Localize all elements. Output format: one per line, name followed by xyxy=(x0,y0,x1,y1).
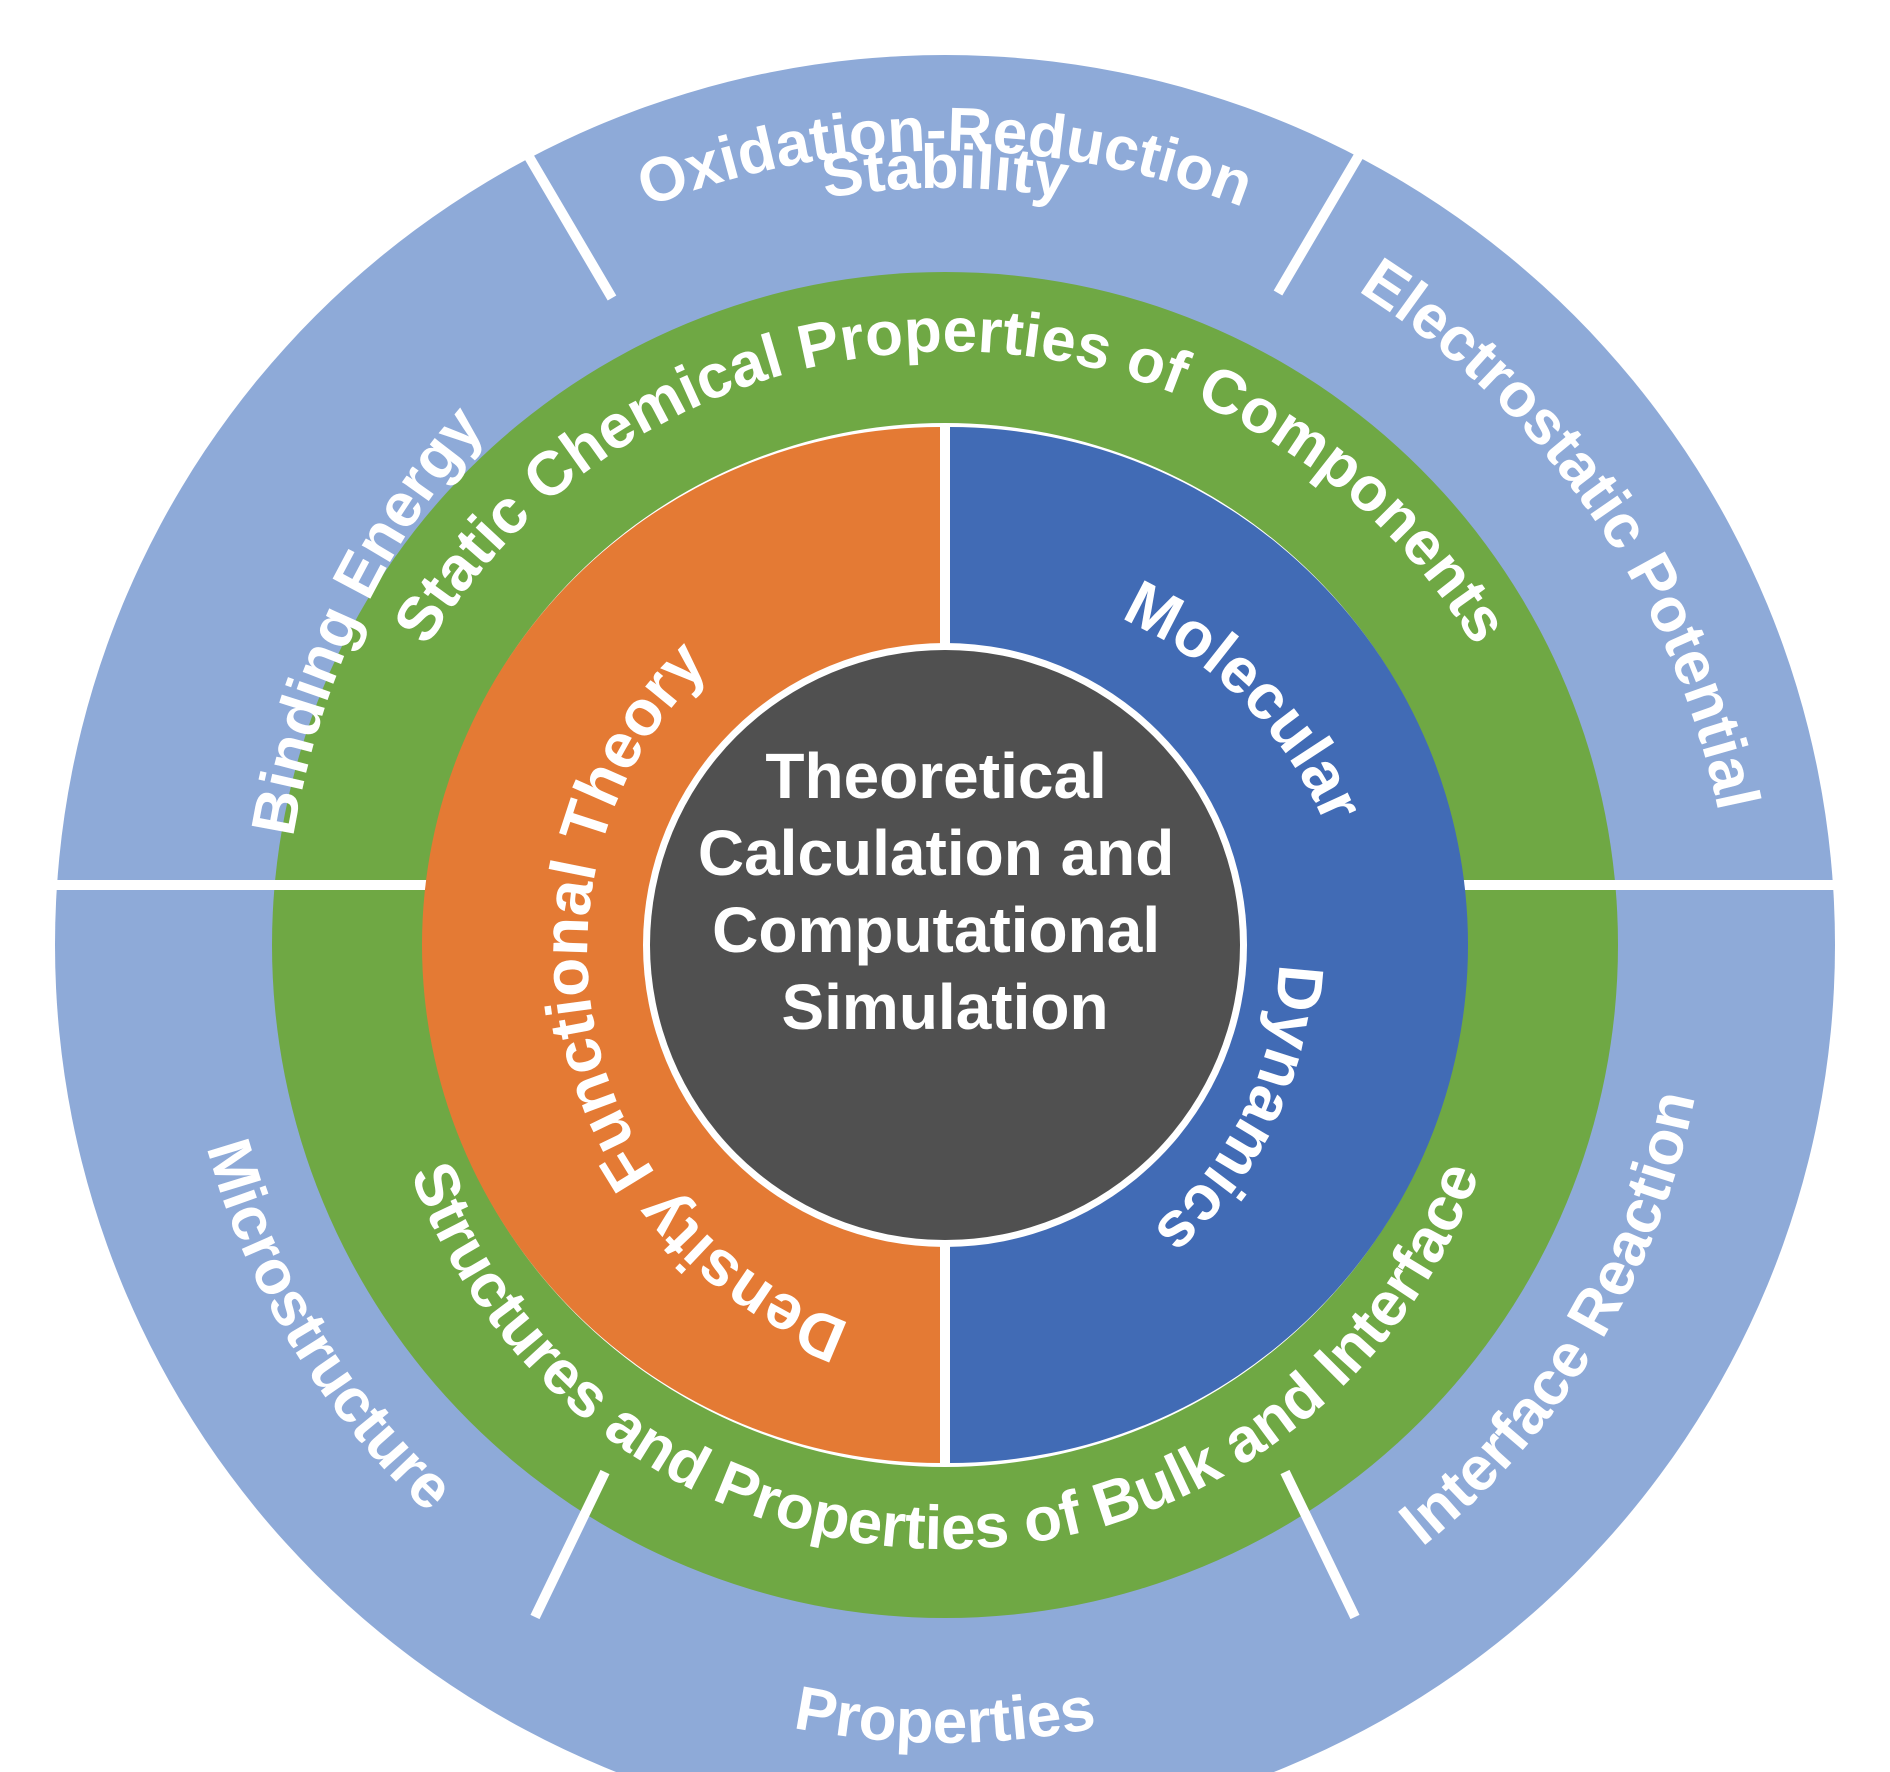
center-line-1: Theoretical xyxy=(765,740,1106,812)
center-circle xyxy=(650,650,1240,1240)
center-line-4: Simulation xyxy=(781,971,1108,1043)
redox-label-line-2: Stability xyxy=(817,133,1074,212)
center-title: Theoretical Calculation and Computationa… xyxy=(698,740,1192,1043)
center-line-2: Calculation and xyxy=(698,817,1175,889)
center-line-3: Computational xyxy=(712,894,1160,966)
outer-ring-dividers xyxy=(55,142,1835,1620)
redox-label-line-2-text: Stability xyxy=(817,133,1074,212)
